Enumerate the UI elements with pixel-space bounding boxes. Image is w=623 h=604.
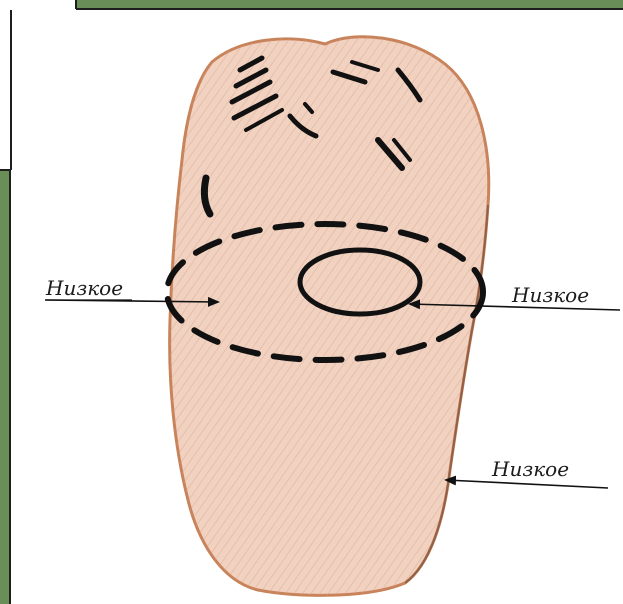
label-bottom-right: Низкое bbox=[491, 457, 569, 481]
organ-shading bbox=[170, 37, 489, 596]
organ-drawing bbox=[167, 37, 489, 596]
label-right: Низкое bbox=[511, 283, 589, 307]
label-left: Низкое bbox=[45, 276, 123, 300]
left-green-bar bbox=[0, 170, 10, 604]
top-green-bar bbox=[76, 0, 623, 9]
